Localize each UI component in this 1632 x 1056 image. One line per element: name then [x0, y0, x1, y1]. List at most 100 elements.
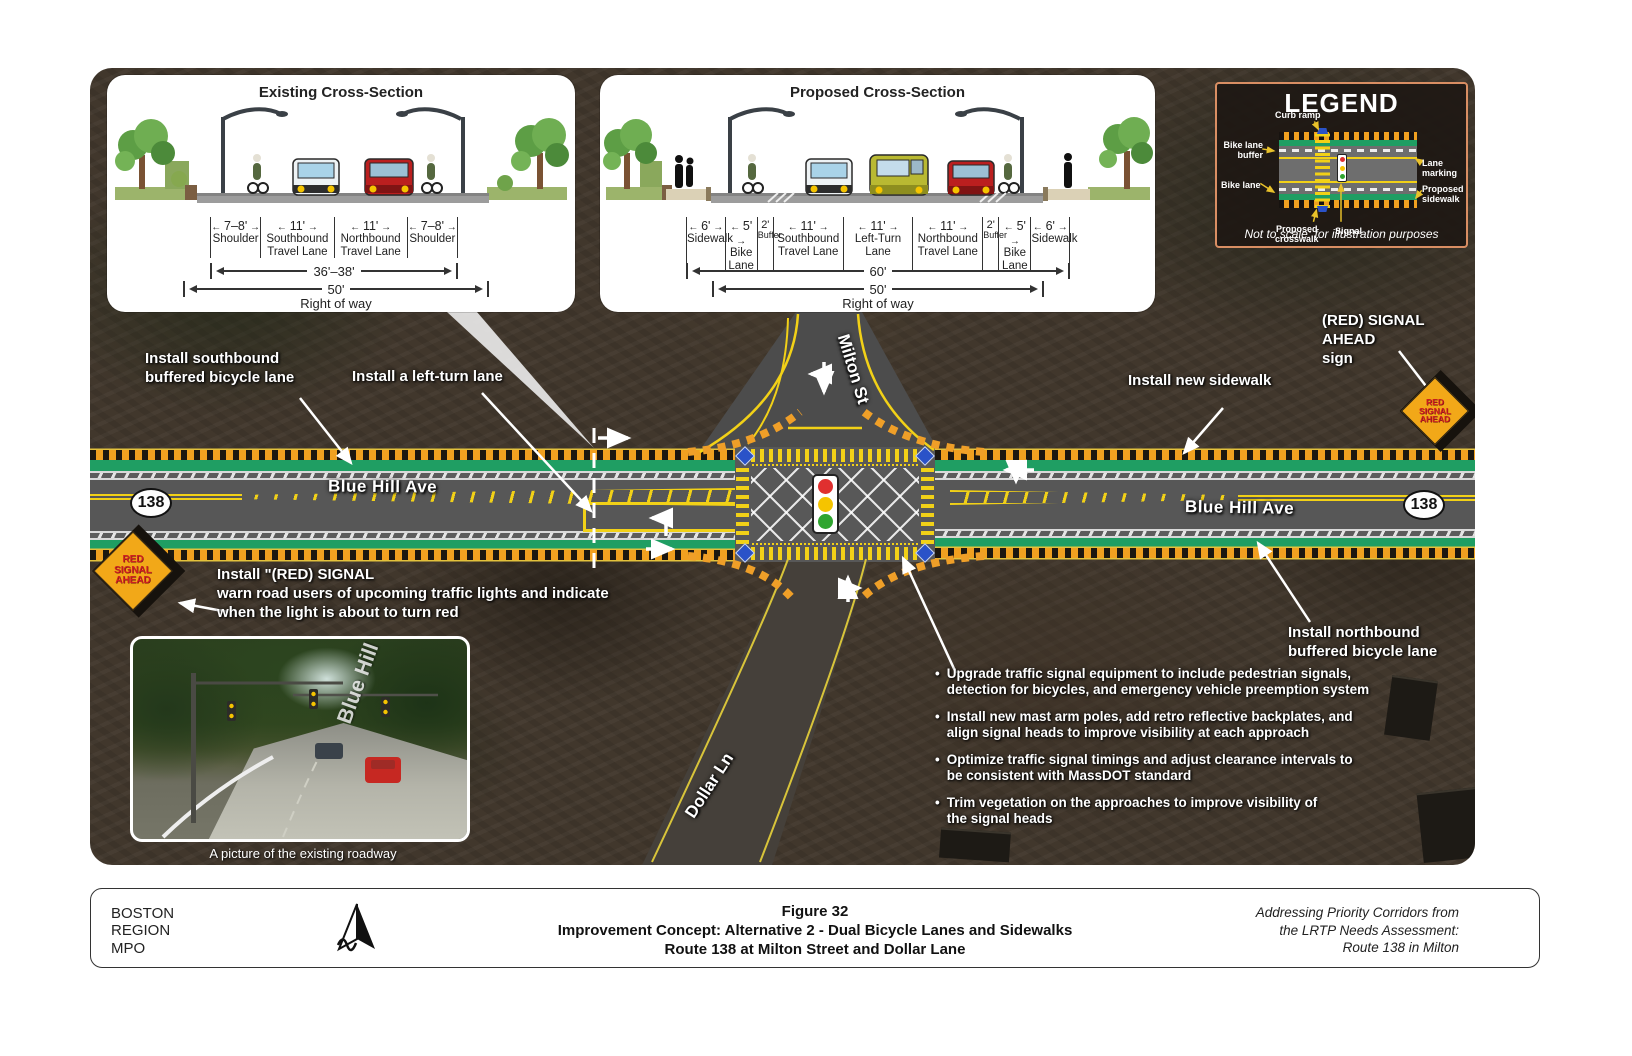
- cyclist: [421, 154, 443, 194]
- car-blue: [805, 158, 853, 196]
- legend-curb-ramp-swatch: [1317, 128, 1328, 134]
- figure-title-line1: Improvement Concept: Alternative 2 - Dua…: [557, 921, 1073, 939]
- dimension-cell: 5'Bike Lane: [998, 217, 1030, 273]
- bullet-dot: •: [935, 708, 940, 724]
- dimension-cell: 2'Buffer: [756, 217, 782, 273]
- existing-roadway-photo: Blue Hill: [130, 636, 470, 842]
- signal-green-lens: [818, 514, 833, 529]
- dimension-cell: 5'Bike Lane: [724, 217, 757, 273]
- legend-note: Not to scale: for illustration purposes: [1244, 227, 1439, 241]
- blue-hill-ave-east-segment: Blue Hill Ave 138: [935, 450, 1475, 558]
- legend-buffer-swatch: [1279, 188, 1417, 191]
- street-light: [955, 107, 1024, 193]
- crosswalk-west: [736, 465, 749, 544]
- car-blue: [292, 158, 340, 196]
- proposed-cross-section-panel: Proposed Cross-Section: [600, 75, 1155, 312]
- tree: [1099, 117, 1153, 189]
- list-item: •Upgrade traffic signal equipment to inc…: [935, 666, 1375, 699]
- bike-buffer-band: [935, 529, 1475, 538]
- legend-buffer-swatch: [1279, 149, 1417, 152]
- building: [1416, 787, 1475, 863]
- proposed-cross-section-drawing: [603, 107, 1153, 203]
- legend-label-signal: Signal: [1335, 226, 1363, 236]
- proposed-sidewalk-band: [90, 550, 735, 560]
- right-of-way-label: Right of way: [300, 296, 372, 311]
- bullet-text: Optimize traffic signal timings and adju…: [946, 751, 1353, 784]
- dollar-lane-roadbed: [642, 557, 871, 865]
- crosswalk-north: [742, 449, 928, 462]
- proposed-sidewalk-band: [935, 548, 1475, 558]
- dimension-cell: 7–8'Shoulder: [210, 217, 260, 259]
- proposed-sidewalk-band: [90, 450, 735, 460]
- sign-text: RED SIGNAL AHEAD: [1418, 396, 1452, 425]
- crosswalk-south: [742, 547, 928, 560]
- legend-diagram: [1279, 128, 1417, 212]
- photo-details: [161, 673, 438, 839]
- right-of-way-line: 50': [183, 281, 489, 297]
- dimension-cell: 11'Southbound Travel Lane: [772, 217, 843, 273]
- pedestrians: [675, 153, 1072, 188]
- north-arrow-icon: [336, 903, 375, 952]
- list-item: • Optimize traffic signal timings and adj…: [935, 752, 1375, 785]
- dimension-cell: 2'Buffer: [982, 217, 1007, 273]
- legend-label-bike-lane-buffer: Bike lane buffer: [1223, 140, 1263, 161]
- right-of-way-line: 50': [712, 281, 1044, 297]
- dimension-cell: 11'Southbound Travel Lane: [260, 217, 333, 259]
- agency-name: BOSTON REGION MPO: [111, 905, 175, 957]
- car-red: [947, 160, 995, 196]
- cyclist: [998, 154, 1020, 194]
- callout-red-signal-ahead-sign: (RED) SIGNAL AHEAD sign: [1322, 312, 1425, 367]
- legend-lane-marking-swatch: [1279, 157, 1417, 159]
- legend-label-proposed-sidewalk: Proposed sidewalk: [1422, 184, 1464, 205]
- overall-width-line: 36'–38': [210, 263, 458, 279]
- legend-panel: LEGEND: [1215, 82, 1468, 248]
- red-signal-ahead-sign-west: RED SIGNAL AHEAD: [91, 524, 186, 618]
- route-138-shield-east: 138: [1403, 490, 1445, 520]
- bike-buffer-band: [90, 531, 735, 540]
- overall-width-line: 60': [686, 263, 1070, 279]
- route-138-shield-west: 138: [130, 488, 172, 518]
- red-signal-ahead-sign-east: RED SIGNAL AHEAD: [1399, 369, 1475, 453]
- dimension-cell: 11'Left-Turn Lane: [842, 217, 913, 273]
- panel-title: Existing Cross-Section: [258, 84, 424, 101]
- legend-label-bike-lane: Bike lane: [1221, 180, 1261, 190]
- legend-curb-ramp-swatch: [1317, 206, 1328, 212]
- dimension-cell: 11'Northbound Travel Lane: [333, 217, 407, 259]
- callout-northbound-bike: Install northbound buffered bicycle lane: [1288, 624, 1438, 660]
- sign-text: RED SIGNAL AHEAD: [114, 554, 152, 587]
- road-label-blue-hill-east: Blue Hill Ave: [1184, 497, 1295, 518]
- existing-cross-section-panel: Existing Cross-Section: [107, 75, 575, 312]
- cyclist: [742, 154, 764, 194]
- proposed-sidewalk-band: [935, 450, 1475, 460]
- bullet-dot: •: [935, 794, 940, 810]
- callout-left-turn: Install a left-turn lane: [352, 368, 503, 385]
- callout-southbound-bike: Install southbound buffered bicycle lane: [145, 350, 295, 386]
- tree: [497, 118, 569, 191]
- crosswalk-east: [921, 465, 934, 544]
- legend-label-curb-ramp: Curb ramp: [1275, 110, 1321, 120]
- dimension-cell: 6'Sidewalk: [1030, 217, 1078, 273]
- improvement-bullet-list: •Upgrade traffic signal equipment to inc…: [935, 666, 1375, 838]
- traffic-signal-icon: [812, 474, 839, 534]
- bike-lane-band: [90, 540, 735, 551]
- stop-dotted-line: [752, 464, 918, 466]
- list-item: •Trim vegetation on the approaches to im…: [935, 795, 1375, 828]
- legend-proposed-sidewalk-swatch: [1279, 132, 1417, 140]
- legend-label-lane-marking: Lane marking: [1422, 158, 1458, 179]
- bullet-text: Install new mast arm poles, add retro re…: [946, 708, 1353, 741]
- bullet-dot: •: [935, 751, 940, 767]
- bike-lane-band: [935, 460, 1475, 471]
- dimension-row: 6'Sidewalk 5'Bike Lane 2'Buffer 11'South…: [686, 217, 1078, 273]
- legend-label-proposed-crosswalk: Proposed crosswalk: [1275, 224, 1319, 245]
- source-note: Addressing Priority Corridors from the L…: [1255, 905, 1459, 956]
- dimension-cell: 7–8'Shoulder: [406, 217, 458, 259]
- stop-dotted-line: [752, 543, 918, 545]
- car-yellow: [869, 154, 929, 196]
- street-light: [396, 107, 465, 193]
- building: [1384, 675, 1438, 741]
- callout-red-signal-install: Install "(RED) SIGNAL warn road users of…: [217, 566, 609, 621]
- milton-street-roadbed: [700, 312, 938, 450]
- dimension-cell: 11'Northbound Travel Lane: [912, 217, 982, 273]
- legend-lane-marking-swatch: [1279, 181, 1417, 183]
- double-yellow-centerline: [1238, 495, 1475, 501]
